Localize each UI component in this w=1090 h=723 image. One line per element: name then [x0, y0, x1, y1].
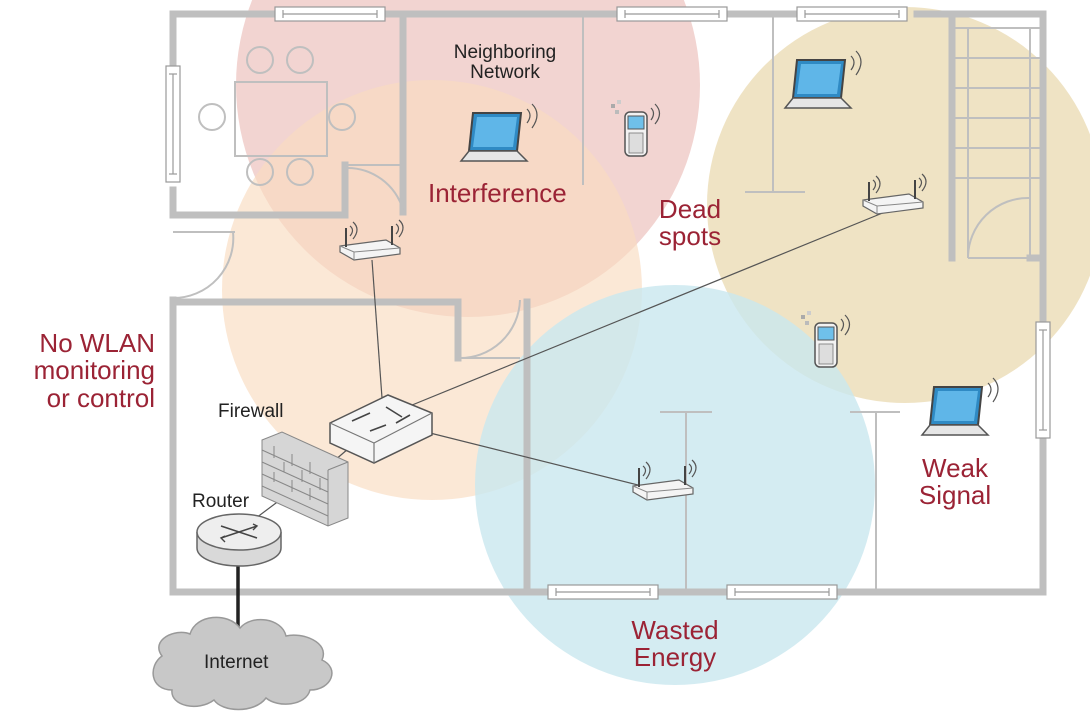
- laptop-icon: [921, 377, 999, 436]
- switch-icon: [329, 394, 433, 464]
- dead-spots-label: Dead spots: [658, 194, 722, 252]
- firewall-label: Firewall: [218, 401, 284, 422]
- window-icon: [165, 65, 181, 183]
- floorplan-walls: [169, 10, 1047, 596]
- window-icon: [547, 584, 659, 600]
- interference-label: Interference: [428, 178, 567, 208]
- cloud-icon: [152, 616, 333, 711]
- internet-label: Internet: [204, 652, 269, 673]
- weak-signal-label: Weak Signal: [918, 453, 992, 511]
- no-wlan-label: No WLAN monitoring or control: [33, 328, 155, 413]
- firewall-icon: [261, 431, 349, 527]
- router-icon: [196, 513, 282, 567]
- router-label: Router: [192, 491, 250, 512]
- window-icon: [726, 584, 838, 600]
- floorplan-details: [172, 14, 1043, 592]
- neighboring-network-label: Neighboring Network: [453, 42, 557, 83]
- window-icon: [1035, 321, 1051, 439]
- window-icon: [616, 6, 728, 22]
- window-icon: [796, 6, 908, 22]
- window-icon: [274, 6, 386, 22]
- wasted-energy-label: Wasted Energy: [631, 615, 719, 673]
